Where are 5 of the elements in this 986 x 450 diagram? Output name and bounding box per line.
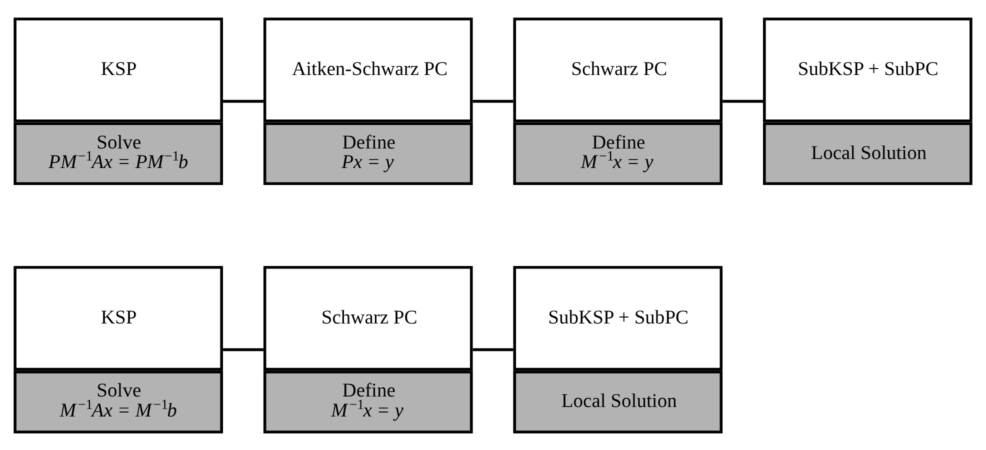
connector bbox=[722, 99, 763, 102]
connector bbox=[472, 348, 514, 351]
connector bbox=[223, 99, 264, 102]
connector bbox=[472, 99, 514, 102]
connector bbox=[223, 348, 264, 351]
